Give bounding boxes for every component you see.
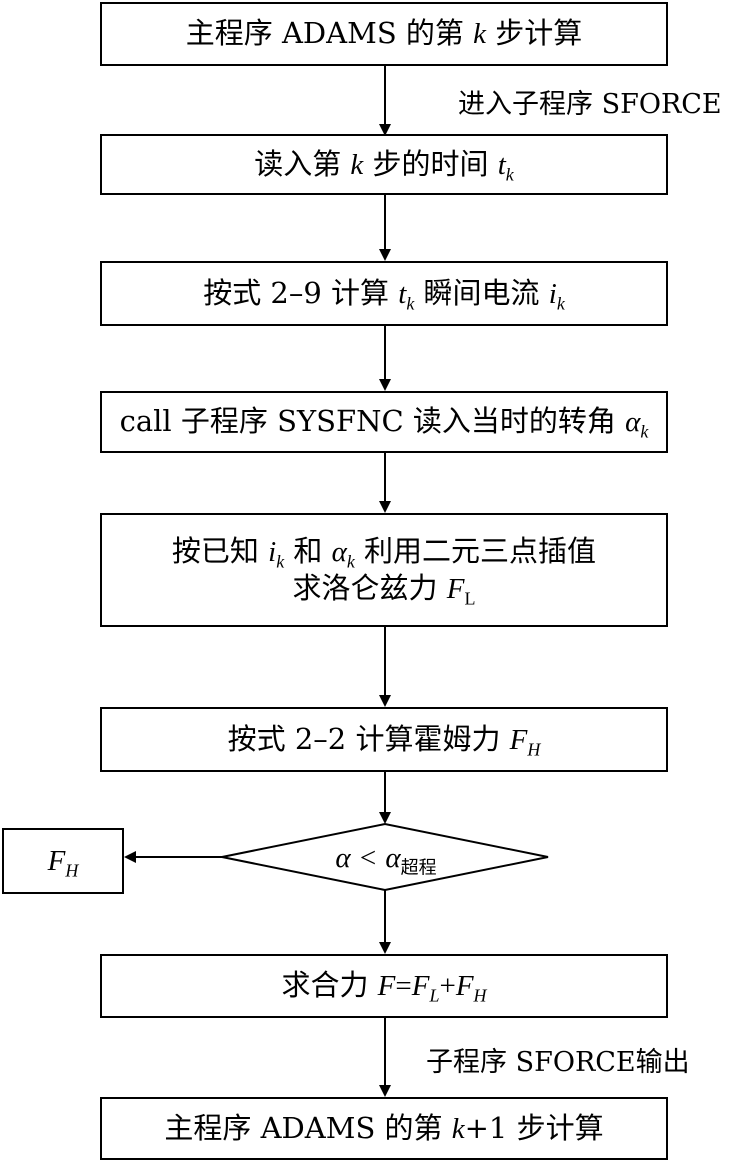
- side-box-F: F: [47, 845, 66, 878]
- step-call-sysfnc: call 子程序 SYSFNC 读入当时的转角 αk: [100, 391, 668, 453]
- step5-i-subscript: k: [276, 551, 285, 572]
- step7-equals: =: [395, 970, 412, 1003]
- step5-alpha: α: [331, 535, 347, 568]
- step7-text: 求合力 F=FL+FH: [281, 967, 486, 1004]
- step5-line2-prefix: 求洛仑兹力: [292, 571, 447, 605]
- step6-text: 按式 2–2 计算霍姆力 FH: [228, 721, 541, 758]
- step2-k: k: [350, 148, 364, 181]
- step2-t-subscript: k: [505, 164, 514, 185]
- step4-alpha: α: [625, 406, 641, 439]
- step1-suffix: 步计算: [486, 16, 583, 51]
- decision-operator: <: [359, 841, 377, 874]
- decision-alpha-limit: α: [385, 841, 401, 874]
- step7-FL: F: [411, 970, 430, 1003]
- step7-prefix: 求合力: [281, 968, 378, 1003]
- step7-FH-subscript: H: [473, 985, 487, 1006]
- step3-t-subscript: k: [406, 293, 415, 314]
- step5-F: F: [446, 573, 465, 605]
- step6-F: F: [509, 723, 528, 756]
- step3-i: i: [548, 277, 557, 310]
- decision-alpha: α: [335, 841, 351, 874]
- step6-F-subscript: H: [527, 739, 541, 760]
- step-resultant-force: 求合力 F=FL+FH: [100, 954, 668, 1018]
- step-main-program-k-plus-1: 主程序 ADAMS 的第 k+1 步计算: [100, 1097, 668, 1160]
- step-compute-hall-force: 按式 2–2 计算霍姆力 FH: [100, 707, 668, 772]
- step-main-program-k: 主程序 ADAMS 的第 k 步计算: [100, 2, 668, 66]
- step3-prefix: 按式 2–9 计算: [203, 275, 399, 310]
- step3-t: t: [398, 277, 407, 310]
- step7-FL-subscript: L: [429, 985, 440, 1006]
- step5-line1-suffix: 利用二元三点插值: [354, 533, 597, 568]
- step2-middle: 步的时间: [363, 146, 498, 181]
- step5-i: i: [268, 535, 277, 568]
- side-box-hall-force: FH: [2, 828, 124, 894]
- step4-text: call 子程序 SYSFNC 读入当时的转角 αk: [120, 403, 649, 440]
- step1-prefix: 主程序 ADAMS 的第: [185, 16, 474, 51]
- step4-prefix: call 子程序 SYSFNC 读入当时的转角: [119, 404, 626, 439]
- note-enter-sforce: 进入子程序 SFORCE: [458, 89, 722, 120]
- step8-suffix: +1 步计算: [464, 1110, 604, 1145]
- decision-condition: α < α超程: [222, 826, 550, 888]
- step7-F: F: [377, 970, 396, 1003]
- step3-text: 按式 2–9 计算 tk 瞬间电流 ik: [203, 275, 565, 312]
- step-lorentz-force: 按已知 ik 和 αk 利用二元三点插值 求洛仑兹力 FL: [100, 513, 668, 627]
- step3-middle: 瞬间电流: [414, 275, 549, 310]
- step2-text: 读入第 k 步的时间 tk: [254, 146, 514, 183]
- step5-alpha-subscript: k: [346, 551, 355, 572]
- step1-k: k: [473, 18, 486, 51]
- step5-F-subscript: L: [464, 588, 476, 609]
- decision-diamond: [221, 822, 549, 892]
- step5-and: 和: [284, 533, 332, 568]
- step4-alpha-subscript: k: [640, 421, 649, 442]
- step-read-time: 读入第 k 步的时间 tk: [100, 134, 668, 195]
- step5-prefix: 按已知: [171, 533, 269, 568]
- step-compute-current: 按式 2–9 计算 tk 瞬间电流 ik: [100, 261, 668, 326]
- step8-k: k: [451, 1112, 465, 1145]
- note-sforce-output: 子程序 SFORCE输出: [426, 1047, 690, 1078]
- side-box-text: FH: [48, 842, 79, 879]
- decision-subscript: 超程: [400, 856, 437, 878]
- step5-line1: 按已知 ik 和 αk 利用二元三点插值: [172, 533, 596, 570]
- decision-text: α < α超程: [335, 840, 437, 878]
- step2-prefix: 读入第: [254, 146, 351, 181]
- step3-i-subscript: k: [556, 293, 565, 314]
- side-box-F-subscript: H: [65, 860, 79, 881]
- step8-prefix: 主程序 ADAMS 的第: [164, 1110, 452, 1145]
- step1-text: 主程序 ADAMS 的第 k 步计算: [186, 15, 582, 52]
- step7-plus: +: [439, 970, 456, 1003]
- step8-text: 主程序 ADAMS 的第 k+1 步计算: [164, 1110, 603, 1147]
- step2-t: t: [497, 148, 506, 181]
- step7-FH: F: [455, 970, 474, 1003]
- step6-prefix: 按式 2–2 计算霍姆力: [227, 721, 510, 756]
- step5-line2: 求洛仑兹力 FL: [293, 570, 476, 607]
